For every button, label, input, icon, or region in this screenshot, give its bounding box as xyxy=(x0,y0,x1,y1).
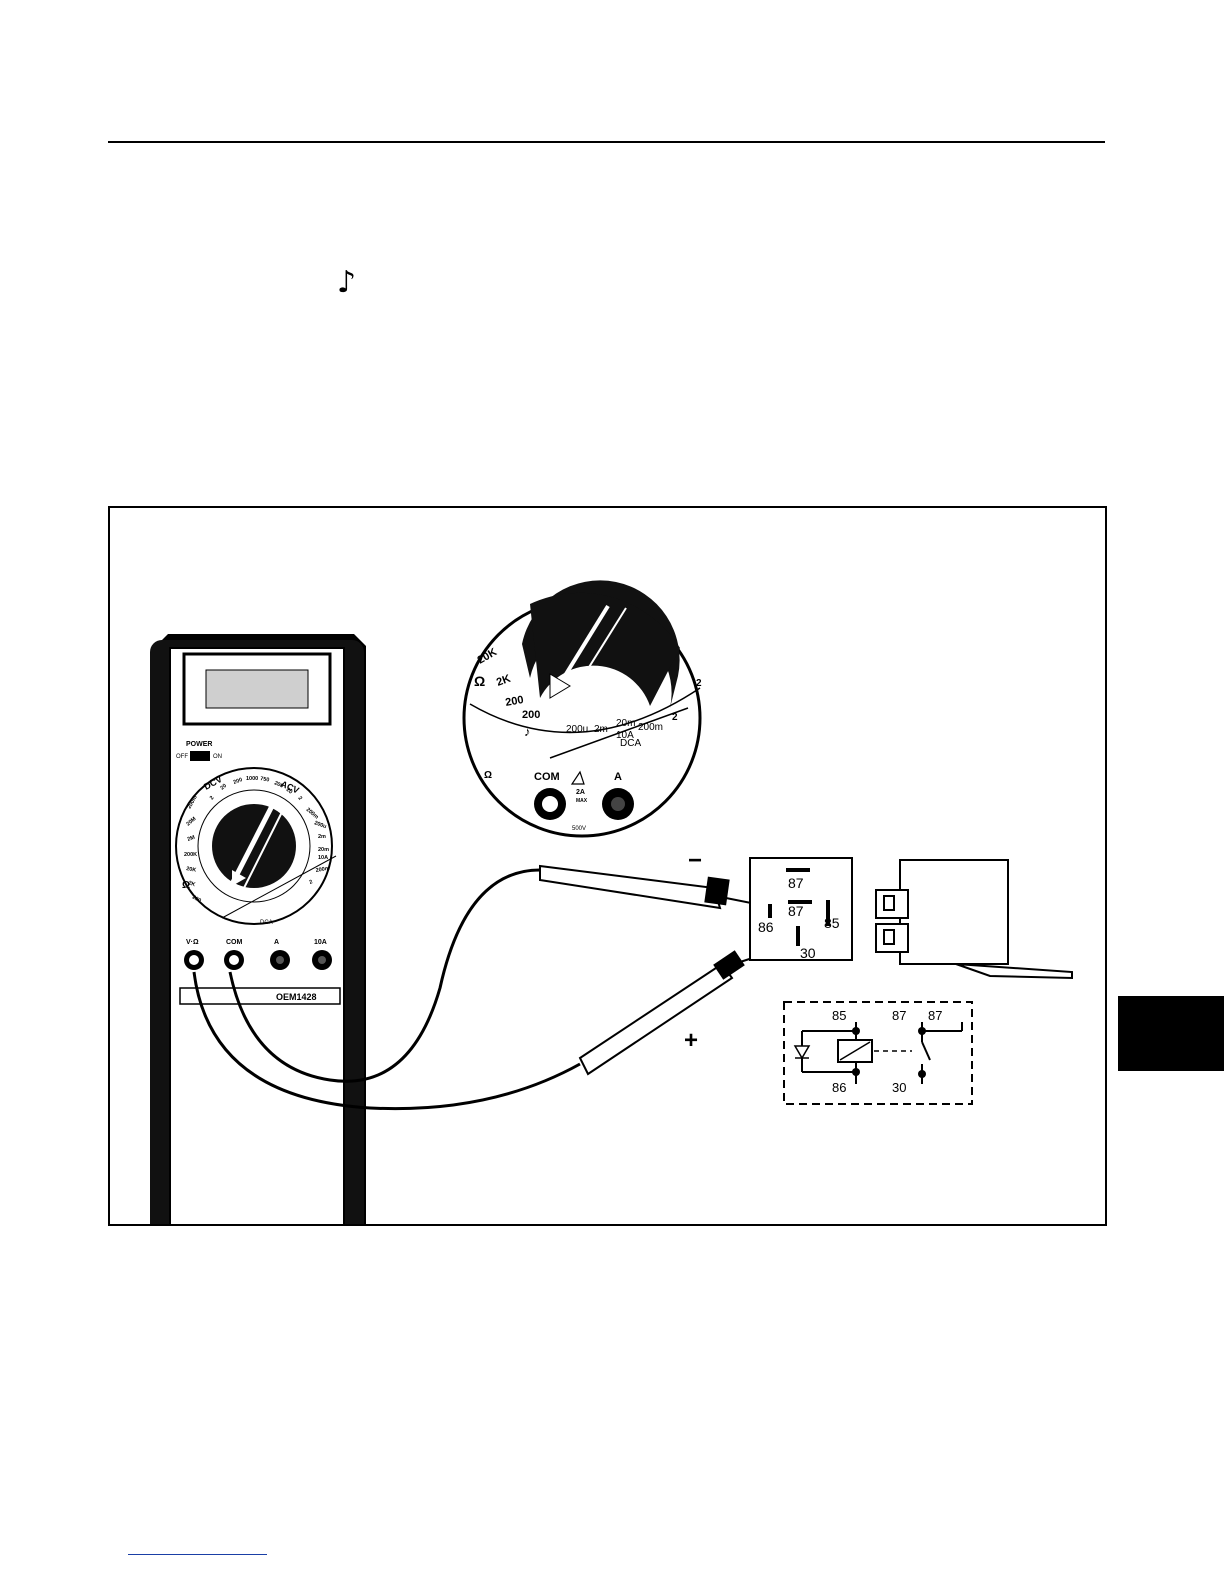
continuity-note-icon: ♪ xyxy=(337,268,356,298)
detail-a-label: A xyxy=(614,771,622,783)
multimeter: POWER OFF ON DCV ACV Ω 200m20M2M200K20K2… xyxy=(150,634,366,1224)
relay-terminal-label: 87 xyxy=(788,903,804,919)
detail-note-icon: ♪ xyxy=(524,724,531,739)
detail-volt-label: 500V xyxy=(572,826,586,832)
power-label: POWER xyxy=(186,741,212,748)
relay-terminal-label: 85 xyxy=(824,915,840,931)
detail-bottom-label: 2m xyxy=(594,724,608,735)
detail-right-label: 2 xyxy=(696,678,702,689)
detail-bottom-label: 200m xyxy=(638,722,663,733)
relay-terminal-label: 87 xyxy=(788,875,804,891)
dial-right-label: 2m xyxy=(318,834,326,840)
minus-label: − xyxy=(688,847,702,874)
relay-terminal-face: 87 86 87 85 30 xyxy=(750,858,852,961)
schematic-terminal-label: 30 xyxy=(892,1080,906,1095)
jack-label: 10A xyxy=(314,939,327,946)
schematic-terminal-label: 87 xyxy=(928,1008,942,1023)
jack-label: COM xyxy=(226,939,243,946)
relay-terminal-label: 30 xyxy=(800,945,816,961)
on-label: ON xyxy=(213,754,222,760)
meter-dca-label: DCA xyxy=(260,920,273,926)
detail-com-label: COM xyxy=(534,771,560,783)
detail-right-label: 2 xyxy=(672,712,678,723)
detail-bottom-label: 20m xyxy=(616,718,635,729)
off-label: OFF xyxy=(176,754,188,760)
power-switch[interactable] xyxy=(190,751,210,761)
detail-left-label: 200 xyxy=(522,709,540,721)
red-probe xyxy=(580,964,732,1074)
dial-right-label: 20m xyxy=(318,847,329,853)
footer-rule xyxy=(128,1554,267,1555)
dial-left-label: 200K xyxy=(184,852,197,858)
relay-test-illustration: POWER OFF ON DCV ACV Ω 200m20M2M200K20K2… xyxy=(110,508,1105,1224)
detail-max-label: MAX xyxy=(576,798,588,804)
relay-side-view xyxy=(876,860,1072,978)
relay-terminal-label: 86 xyxy=(758,919,774,935)
model-label: OEM1428 xyxy=(276,992,317,1002)
meter-face xyxy=(170,648,344,1224)
schematic-terminal-label: 85 xyxy=(832,1008,846,1023)
schematic-terminal-label: 86 xyxy=(832,1080,846,1095)
schematic-terminal-label: 87 xyxy=(892,1008,906,1023)
section-tab xyxy=(1118,996,1224,1071)
detail-bottom-label: 200u xyxy=(566,724,588,735)
header-rule xyxy=(108,141,1105,143)
dial-top-label: 1000 xyxy=(246,776,258,782)
dial-right-label: 10A xyxy=(318,855,328,861)
detail-warn-label: 2A xyxy=(576,789,585,796)
detail-ohm-label: Ω xyxy=(474,673,485,689)
plus-label: + xyxy=(684,1027,698,1054)
jack-label: A xyxy=(274,939,279,946)
relay-schematic: 85 87 87 86 30 xyxy=(784,1002,972,1104)
jack-label: V·Ω xyxy=(186,939,199,946)
detail-ohm-jack-label: Ω xyxy=(484,770,492,781)
detail-dca-label: DCA xyxy=(620,738,641,749)
